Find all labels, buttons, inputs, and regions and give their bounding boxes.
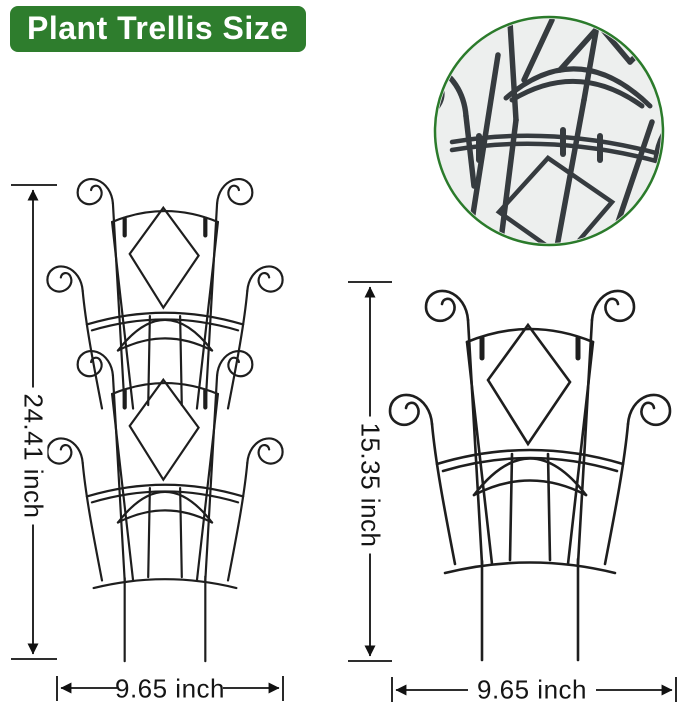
stacked-trellis-illustration (47, 179, 282, 663)
single-trellis-illustration (390, 291, 670, 662)
single-width-label: 9.65 inch (476, 674, 588, 703)
stacked-width-label: 9.65 inch (114, 673, 226, 703)
dimension-lines (11, 184, 677, 702)
title-badge-label: Plant Trellis Size (27, 10, 289, 46)
single-height-label: 15.35 inch (355, 416, 386, 554)
stacked-height-label: 24.41 inch (18, 387, 49, 525)
closeup-detail-circle (433, 15, 665, 247)
title-badge: Plant Trellis Size (10, 6, 306, 52)
